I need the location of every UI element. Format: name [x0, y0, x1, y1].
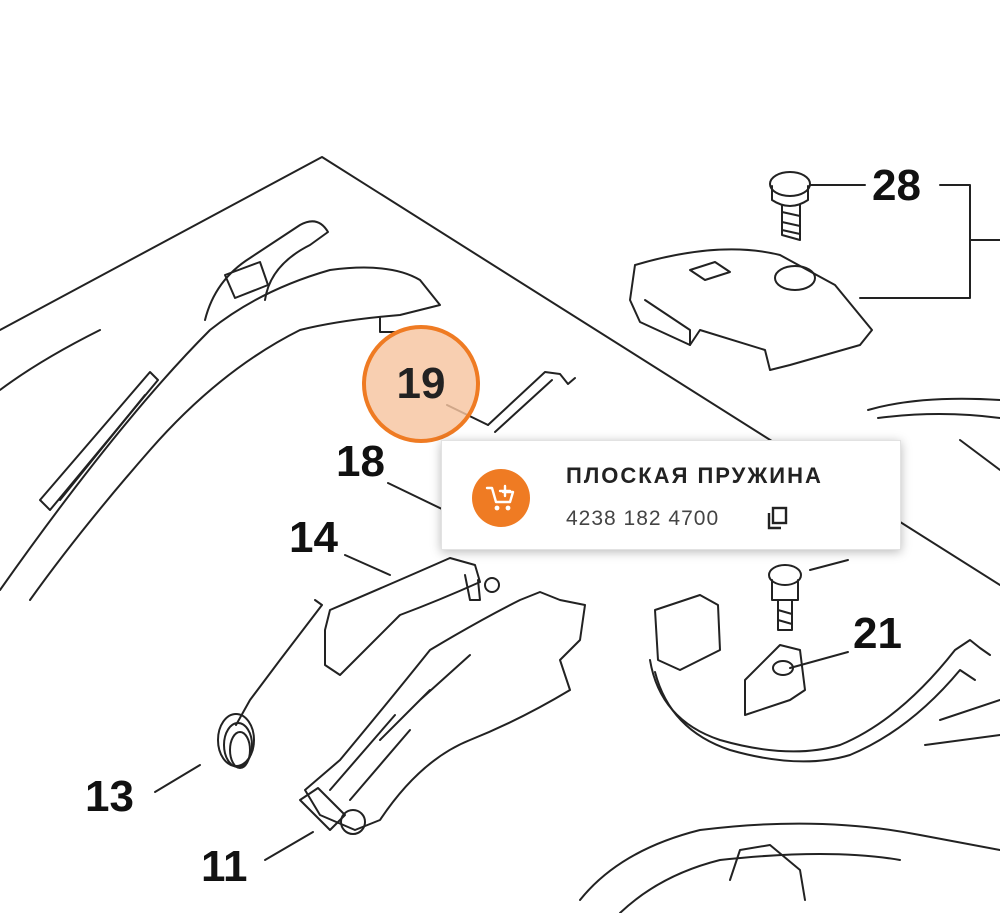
part-info-popup: ПЛОСКАЯ ПРУЖИНА 4238 182 4700 [441, 440, 901, 550]
part-name: ПЛОСКАЯ ПРУЖИНА [566, 463, 823, 488]
leader-21 [789, 651, 849, 669]
callout-13[interactable]: 13 [85, 772, 134, 821]
leader-11 [264, 831, 314, 861]
callout-28[interactable]: 28 [872, 161, 921, 210]
switch-block [654, 594, 721, 671]
flat-spring [487, 371, 576, 433]
handle-housing [0, 266, 441, 601]
torsion-spring-13 [235, 599, 323, 726]
bracket-21 [744, 644, 806, 716]
trigger-housing-11 [304, 591, 586, 831]
callout-14[interactable]: 14 [289, 513, 338, 562]
callout-21[interactable]: 21 [853, 609, 902, 658]
leader-13 [154, 764, 201, 793]
hotspot-label: 19 [396, 359, 446, 408]
callout-11[interactable]: 11 [201, 842, 248, 891]
callout-18[interactable]: 18 [336, 437, 385, 486]
leader-28 [809, 184, 1000, 299]
cover-plate [629, 248, 873, 371]
leader-18 [387, 482, 445, 511]
add-to-cart-icon [485, 484, 515, 511]
leader-14 [344, 554, 391, 576]
copy-part-number-button[interactable] [764, 505, 790, 531]
lever-14 [324, 557, 481, 676]
copy-icon [767, 506, 788, 530]
part-number: 4238 182 4700 [566, 507, 720, 530]
hotspot-19[interactable]: 19 [362, 325, 480, 443]
add-to-cart-button[interactable] [472, 469, 530, 527]
